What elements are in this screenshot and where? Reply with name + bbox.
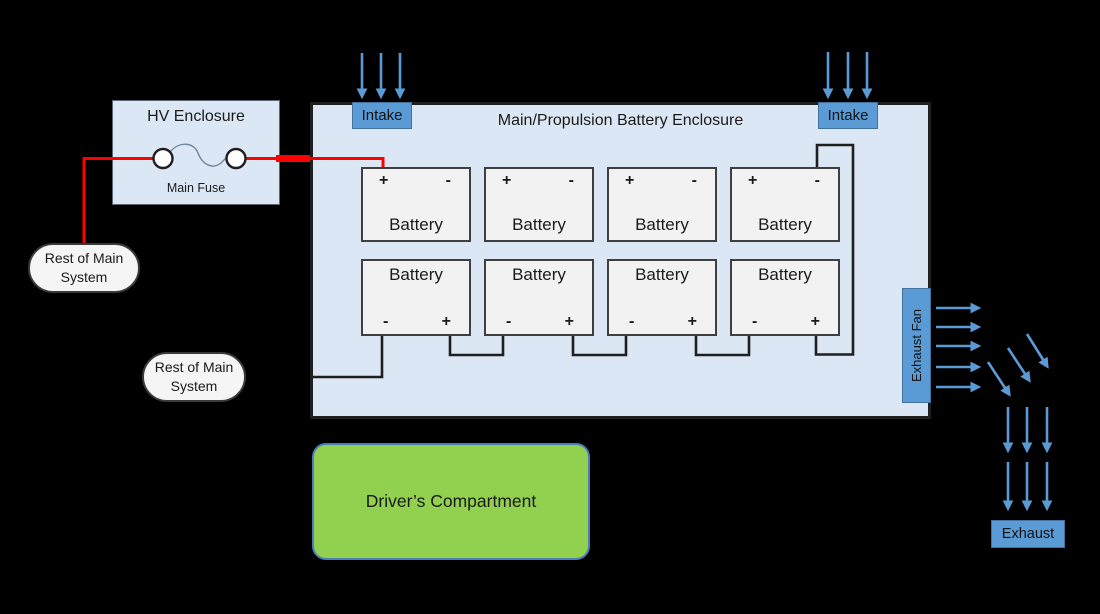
battery-8-minus-terminal: - bbox=[752, 313, 758, 330]
battery-2: + - Battery bbox=[484, 167, 594, 242]
rest-of-main-system-1-label: Rest of Main System bbox=[44, 250, 124, 285]
battery-3-label: Battery bbox=[635, 215, 689, 234]
exhaust-fan-airflow-arrows-icon bbox=[936, 302, 982, 393]
intake-right-box: Intake bbox=[818, 102, 878, 129]
battery-1: + - Battery bbox=[361, 167, 471, 242]
intake-right-airflow-arrows-icon bbox=[822, 52, 873, 100]
battery-5-plus-terminal: + bbox=[441, 313, 451, 330]
hv-enclosure-box: HV Enclosure Main Fuse bbox=[112, 100, 280, 205]
battery-1-plus-terminal: + bbox=[379, 172, 389, 189]
battery-5: Battery - + bbox=[361, 259, 471, 336]
battery-6-plus-terminal: + bbox=[564, 313, 574, 330]
battery-4: + - Battery bbox=[730, 167, 840, 242]
exhaust-fan-label: Exhaust Fan bbox=[909, 309, 924, 382]
exhaust-down-airflow-arrows-icon bbox=[1002, 407, 1053, 512]
intake-left-airflow-arrows-icon bbox=[356, 53, 406, 100]
intake-left-label: Intake bbox=[361, 107, 403, 124]
battery-3-plus-terminal: + bbox=[625, 172, 635, 189]
intake-left-box: Intake bbox=[352, 102, 412, 129]
battery-5-label: Battery bbox=[389, 265, 443, 284]
battery-3: + - Battery bbox=[607, 167, 717, 242]
battery-3-minus-terminal: - bbox=[691, 172, 697, 189]
battery-6-minus-terminal: - bbox=[506, 313, 512, 330]
battery-6: Battery - + bbox=[484, 259, 594, 336]
battery-6-label: Battery bbox=[512, 265, 566, 284]
battery-8: Battery - + bbox=[730, 259, 840, 336]
battery-4-minus-terminal: - bbox=[814, 172, 820, 189]
battery-2-minus-terminal: - bbox=[568, 172, 574, 189]
drivers-compartment-label: Driver’s Compartment bbox=[365, 491, 537, 511]
battery-2-plus-terminal: + bbox=[502, 172, 512, 189]
battery-5-minus-terminal: - bbox=[383, 313, 389, 330]
exhaust-fan-box: Exhaust Fan bbox=[902, 288, 931, 403]
battery-4-label: Battery bbox=[758, 215, 812, 234]
battery-enclosure-title: Main/Propulsion Battery Enclosure bbox=[497, 112, 744, 129]
battery-7-plus-terminal: + bbox=[687, 313, 697, 330]
battery-2-label: Battery bbox=[512, 215, 566, 234]
battery-4-plus-terminal: + bbox=[748, 172, 758, 189]
battery-1-label: Battery bbox=[389, 215, 443, 234]
battery-1-minus-terminal: - bbox=[445, 172, 451, 189]
battery-7-label: Battery bbox=[635, 265, 689, 284]
exhaust-diagonal-airflow-arrows-icon bbox=[986, 333, 1049, 397]
drivers-compartment-box: Driver’s Compartment bbox=[312, 443, 590, 560]
exhaust-label: Exhaust bbox=[1001, 526, 1055, 542]
exhaust-box: Exhaust bbox=[991, 520, 1065, 548]
rest-of-main-system-2: Rest of Main System bbox=[142, 352, 246, 402]
battery-7: Battery - + bbox=[607, 259, 717, 336]
battery-8-plus-terminal: + bbox=[810, 313, 820, 330]
main-fuse-label: Main Fuse bbox=[166, 181, 226, 195]
battery-7-minus-terminal: - bbox=[629, 313, 635, 330]
intake-right-label: Intake bbox=[827, 107, 869, 124]
rest-of-main-system-2-label: Rest of Main System bbox=[154, 359, 234, 394]
rest-of-main-system-1: Rest of Main System bbox=[28, 243, 140, 293]
battery-8-label: Battery bbox=[758, 265, 812, 284]
hv-enclosure-title: HV Enclosure bbox=[147, 108, 245, 125]
